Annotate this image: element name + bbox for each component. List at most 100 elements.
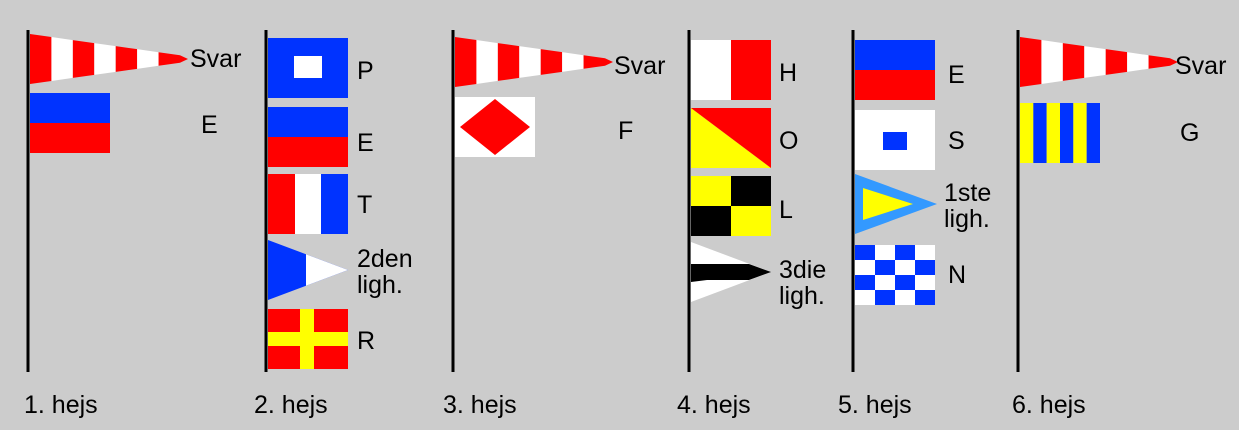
pennant-stripe [583,55,605,69]
pennant-stripe [540,49,563,75]
flag-letter: F [618,117,634,145]
flag-check [875,245,895,260]
pennant-stripe [1062,43,1085,81]
hoist-1 [26,30,188,372]
flag-half-red [268,137,348,167]
hotel-flag [691,40,771,100]
flag-stripe [1033,103,1047,163]
flag-letter: 1ste ligh. [944,179,992,233]
pennant-stripe [1148,55,1170,69]
echo-flag [30,93,110,153]
pennant-stripe [455,37,477,87]
pennant-stripe [158,52,180,66]
flag-letter: Svar [1175,52,1227,80]
flag-half-red [30,123,110,153]
flag-letter: 2den ligh. [357,245,413,299]
flag-letter: R [357,327,376,355]
flag-check [875,260,895,275]
flag-quarter [731,176,771,206]
flag-stripe [321,174,348,234]
answering-pennant [30,34,188,84]
flag-letter: N [948,261,967,289]
third-substitute-pennant [691,242,771,302]
pennant-stripe [1041,40,1063,84]
pennant-stripe [519,46,541,78]
hoist-label: 1. hejs [24,391,98,419]
flag-check [915,245,935,260]
pennant-stripe [115,46,138,72]
pennant-stripe [51,37,73,81]
pennant-stripe [1084,46,1106,78]
flag-letter: G [1180,119,1200,147]
pennant-stripe [94,43,116,75]
hoist-3 [451,30,613,372]
flag-letter: P [357,57,374,85]
flag-half-red [731,40,771,100]
flag-letter: O [779,127,799,155]
pennant-stripe [476,40,498,84]
pennant-stripe [562,52,584,72]
flag-letter: H [779,59,798,87]
flag-stripe [1060,103,1074,163]
pennant-tip [605,58,613,66]
hoist-4 [687,30,771,372]
flag-triangle-red [691,108,771,168]
pennant-stripe [497,43,520,81]
flag-letter: E [948,61,965,89]
flag-letter: S [948,127,965,155]
flag-stripe [268,174,295,234]
flag-letter: L [779,196,793,224]
flag-half-blue [268,107,348,137]
flag-letter: 3die ligh. [779,256,827,310]
pennant-tip [306,254,348,286]
flag-letter: T [357,191,373,219]
sierra-flag [855,110,935,170]
echo-flag [268,107,348,167]
hoist-label: 3. hejs [443,391,517,419]
flag-center-square [883,132,907,150]
flag-check [895,290,915,305]
hoist-5 [851,30,937,372]
flag-half-white [691,40,731,100]
flag-half-blue [855,40,935,70]
pennant-center [863,188,913,220]
pennant-tip [180,55,188,63]
flag-letter: Svar [190,45,242,73]
tango-flag [268,174,348,234]
flag-check [855,290,875,305]
flag-letter: E [201,111,218,139]
answering-pennant [1020,37,1178,87]
flag-check [895,275,915,290]
flag-stripe [1020,103,1034,163]
flag-check [855,275,875,290]
hoist-label: 2. hejs [254,391,328,419]
flag-stripe [1086,103,1100,163]
flag-check [915,275,935,290]
hoist-label: 6. hejs [1012,391,1086,419]
hoist-label: 4. hejs [677,391,751,419]
pennant-stripe [1105,49,1128,75]
flag-letter: E [357,129,374,157]
echo-flag [855,40,935,100]
flag-check [895,260,915,275]
flag-center-square [294,56,322,78]
flag-stripe [1073,103,1087,163]
flag-stripe [1046,103,1060,163]
flag-stripe [295,174,321,234]
flag-check [875,290,895,305]
pennant-stripe [1020,37,1042,87]
november-flag [855,245,935,305]
papa-flag [268,38,348,98]
flag-check [915,290,935,305]
flag-quarter [691,176,731,206]
flag-diamond [460,99,530,155]
golf-flag [1020,103,1100,163]
pennant-stripe [72,40,95,78]
flag-quarter [691,206,731,236]
hoist-6 [1016,30,1178,372]
flag-half-red [855,70,935,100]
hoist-2 [264,30,348,372]
foxtrot-flag [455,97,535,157]
pennant-band [691,264,771,280]
